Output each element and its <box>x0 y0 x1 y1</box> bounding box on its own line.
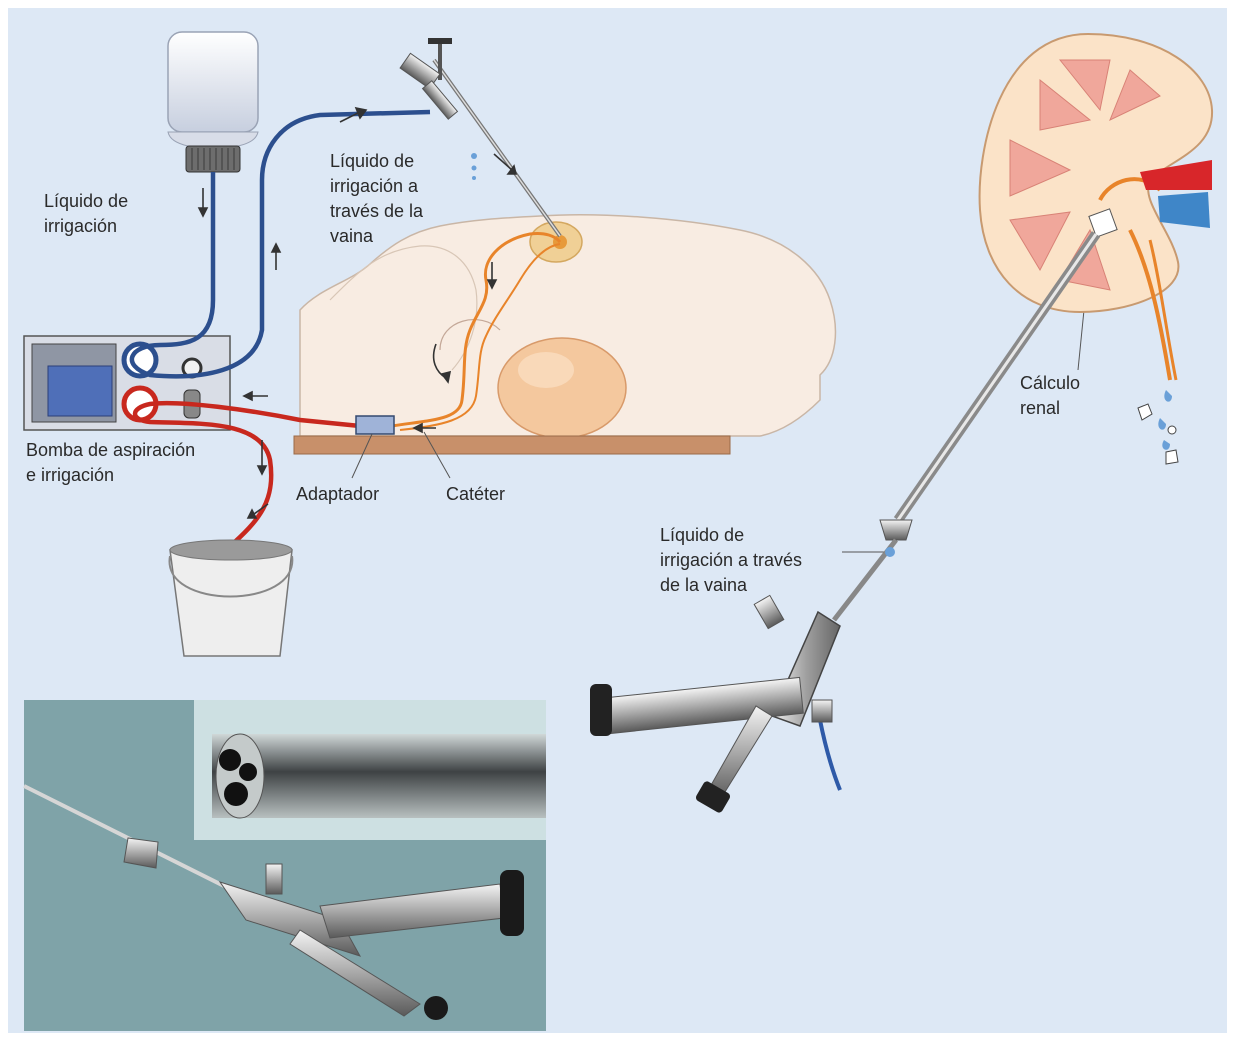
label-kidney-stone: Cálculo renal <box>1020 371 1080 421</box>
irrigation-bottle <box>168 32 258 172</box>
waste-bucket <box>169 540 292 656</box>
label-sheath-fluid-top: Líquido de irrigación a través de la vai… <box>330 149 423 249</box>
aspiration-pump <box>24 336 230 430</box>
operating-table <box>294 436 730 454</box>
label-adapter: Adaptador <box>296 482 379 507</box>
label-sheath-fluid-right: Líquido de irrigación a través de la vai… <box>660 523 802 598</box>
label-irrigation-fluid: Líquido de irrigación <box>44 189 128 239</box>
adapter <box>356 416 394 434</box>
label-pump: Bomba de aspiración e irrigación <box>26 438 195 488</box>
kidney-cross-section <box>980 34 1212 464</box>
instrument-photo-inset <box>24 700 546 1031</box>
nephroscope-top <box>400 38 560 236</box>
label-catheter: Catéter <box>446 482 505 507</box>
